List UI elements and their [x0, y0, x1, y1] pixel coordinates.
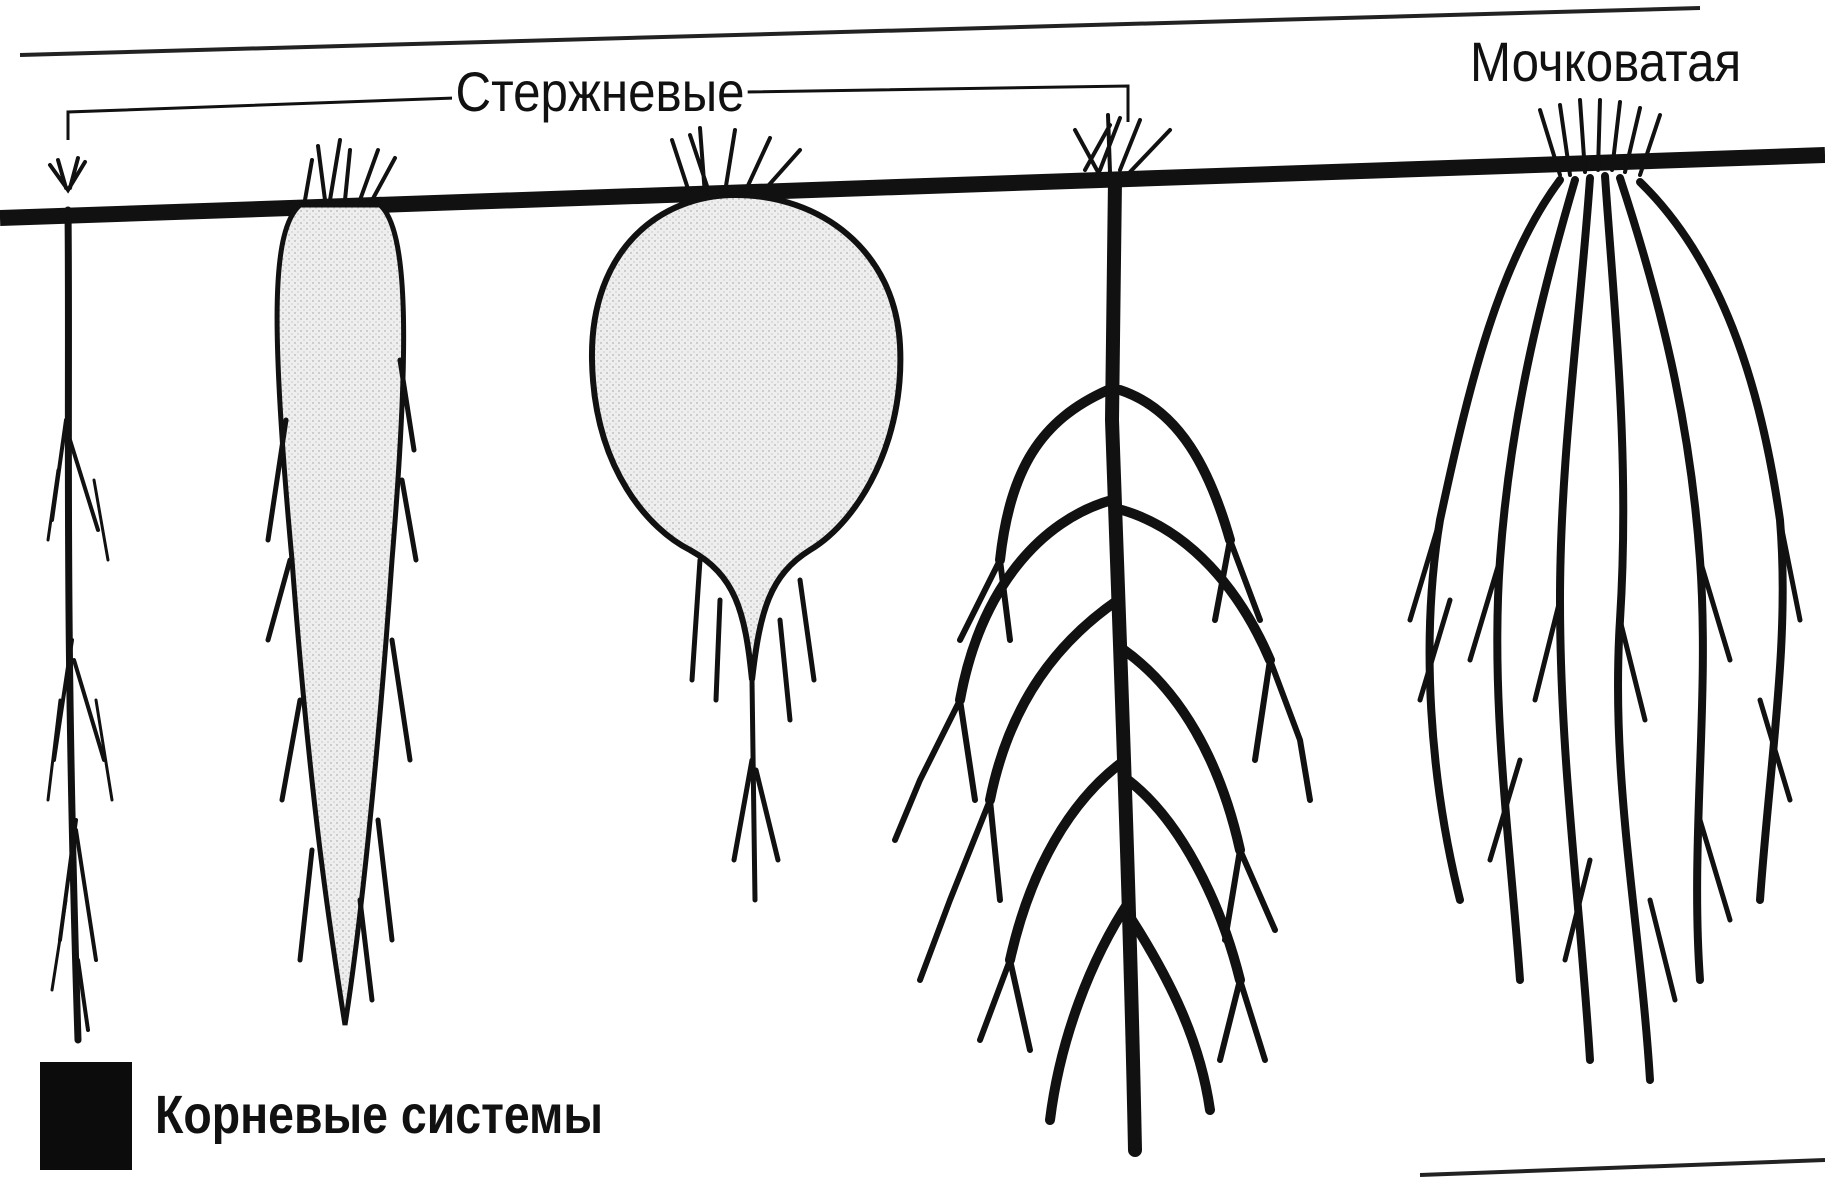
taproot-branched — [895, 115, 1310, 1150]
caption-marker-square — [40, 1062, 132, 1170]
fibrous-label: Мочковатая — [1470, 34, 1741, 90]
fibrous-root — [1410, 100, 1800, 1080]
taproot-thin — [48, 158, 112, 1040]
taproot-carrot — [268, 140, 416, 1025]
taproot-label: Стержневые — [452, 64, 748, 120]
top-border-line — [20, 8, 1700, 55]
caption-title: Корневые системы — [155, 1088, 603, 1142]
bottom-border-line — [1420, 1160, 1825, 1175]
taproot-beet — [592, 128, 900, 900]
